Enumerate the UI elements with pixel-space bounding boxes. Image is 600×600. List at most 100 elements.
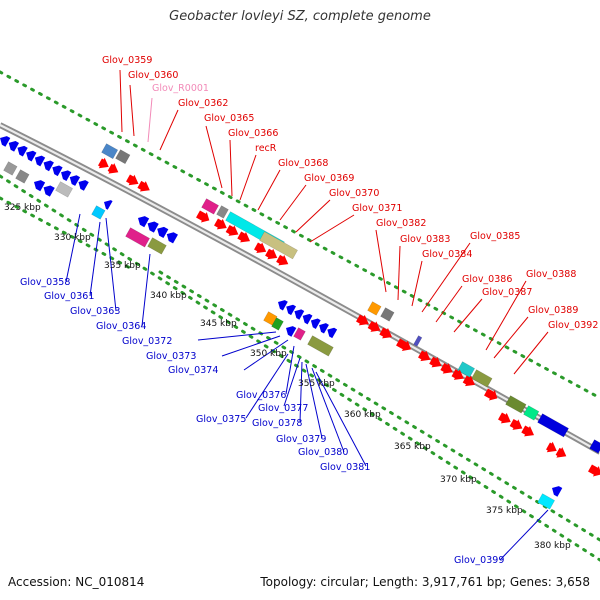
reverse-gene-arrow [34,180,55,197]
reverse-gene-arrow [286,326,297,337]
feature-box-rect [413,335,423,347]
reverse-gene-label: Glov_0379 [276,434,326,445]
leader-line [89,221,101,297]
reverse-gene-arrow [552,486,563,497]
leader-line [119,69,123,133]
leader-line [141,253,151,327]
leader-line [295,199,331,233]
feature-box-rect [471,369,493,388]
scale-label: 370 kbp [440,475,477,485]
forward-gene-label: Glov_0360 [128,70,178,81]
forward-gene-arrow [254,242,289,266]
gene-arrow-segment [484,388,498,401]
leader-line [311,367,345,453]
forward-gene-label: Glov_0366 [228,128,278,139]
forward-gene-label: Glov_0392 [548,320,598,331]
forward-gene-arrow [98,157,119,174]
gene-arrow-segment [69,175,81,186]
feature-box [3,161,18,176]
gene-arrow-segment [0,136,11,147]
feature-box-rect [91,205,106,220]
feature-box [147,237,167,255]
gene-arrow-segment [225,225,239,236]
leader-line [285,345,295,395]
feature-box-rect [293,327,306,341]
gc-dotted-line [0,70,600,400]
gc-dotted-line [0,196,132,270]
leader-line [197,331,277,341]
gene-arrow-segment [509,419,523,430]
feature-box-rect [15,169,30,184]
gene-arrow-segment [61,170,72,182]
forward-gene-label: Glov_0370 [329,188,379,199]
gene-arrow-segment [34,155,46,167]
reverse-gene-label: Glov_0377 [258,403,308,414]
leader-line [375,229,387,293]
feature-box [537,493,555,510]
leader-line [243,339,289,371]
forward-gene-label: Glov_0387 [482,287,532,298]
gc-dotted-line [0,174,600,562]
gene-arrow-segment [138,216,150,228]
gene-arrow-segment [294,309,305,320]
leader-line [147,97,153,143]
scale-label: 365 kbp [394,442,431,452]
gene-arrow-segment [98,157,109,169]
genome-summary-text: Topology: circular; Length: 3,917,761 bp… [260,575,590,589]
gene-arrow-segment [462,375,475,387]
feature-box-rect [457,361,475,378]
leader-line [239,154,257,201]
forward-gene-arrow [546,441,567,458]
reverse-gene-label: Glov_0376 [236,390,286,401]
reverse-gene-label: Glov_0358 [20,277,70,288]
feature-box [367,301,382,316]
reverse-gene-label: Glov_0375 [196,414,246,425]
scale-label: 375 kbp [486,506,523,516]
feature-box [505,395,527,414]
forward-gene-label: Glov_0359 [102,55,152,66]
gene-labels: Glov_0359Glov_0360Glov_R0001Glov_0362Glo… [20,55,598,566]
reverse-gene-arrow [0,136,89,191]
feature-box-rect [125,227,150,248]
feature-box-rect [537,413,569,438]
forward-gene-label: Glov_0382 [376,218,426,229]
gene-arrow-segment [302,313,313,325]
scale-label: 380 kbp [534,541,571,551]
accession-text: Accession: NC_010814 [8,575,145,589]
leader-line [421,242,471,313]
scale-label: 355 kbp [298,379,335,389]
forward-gene-arrow [588,464,600,477]
forward-gene-label: Glov_0386 [462,274,512,285]
leader-line [221,335,281,357]
gene-arrow-segment [498,412,511,424]
forward-gene-arrow [396,338,412,352]
feature-box-rect [259,231,298,260]
gene-arrow-segment [310,318,321,329]
gene-arrow-segment [8,140,20,152]
leader-line [493,316,529,359]
reverse-gene-label: Glov_0361 [44,291,94,302]
gene-arrow-segment [552,486,563,497]
gene-arrow-segment [26,150,37,162]
forward-gene-label: Glov_0383 [400,234,450,245]
reverse-gene-arrow [138,216,178,244]
forward-gene-label: Glov_0368 [278,158,328,169]
feature-box [101,143,119,160]
gene-arrow-segment [17,145,28,157]
leader-line [513,331,549,375]
leader-line [411,260,423,307]
forward-gene-label: Glov_0384 [422,249,472,260]
feature-box [293,327,306,341]
scale-label: 350 kbp [250,349,287,359]
reverse-gene-label: Glov_0374 [168,365,218,376]
gene-arrow-segment [237,231,251,243]
reverse-gene-label: Glov_0378 [252,418,302,429]
feature-box-rect [55,181,73,198]
feature-box-rect [367,301,382,316]
forward-gene-arrow [214,218,251,243]
forward-gene-label: Glov_0371 [352,203,402,214]
forward-gene-arrow [498,412,535,437]
leader-line [283,357,301,407]
forward-gene-label: Glov_0365 [204,113,254,124]
gene-arrow-segment [367,321,381,332]
